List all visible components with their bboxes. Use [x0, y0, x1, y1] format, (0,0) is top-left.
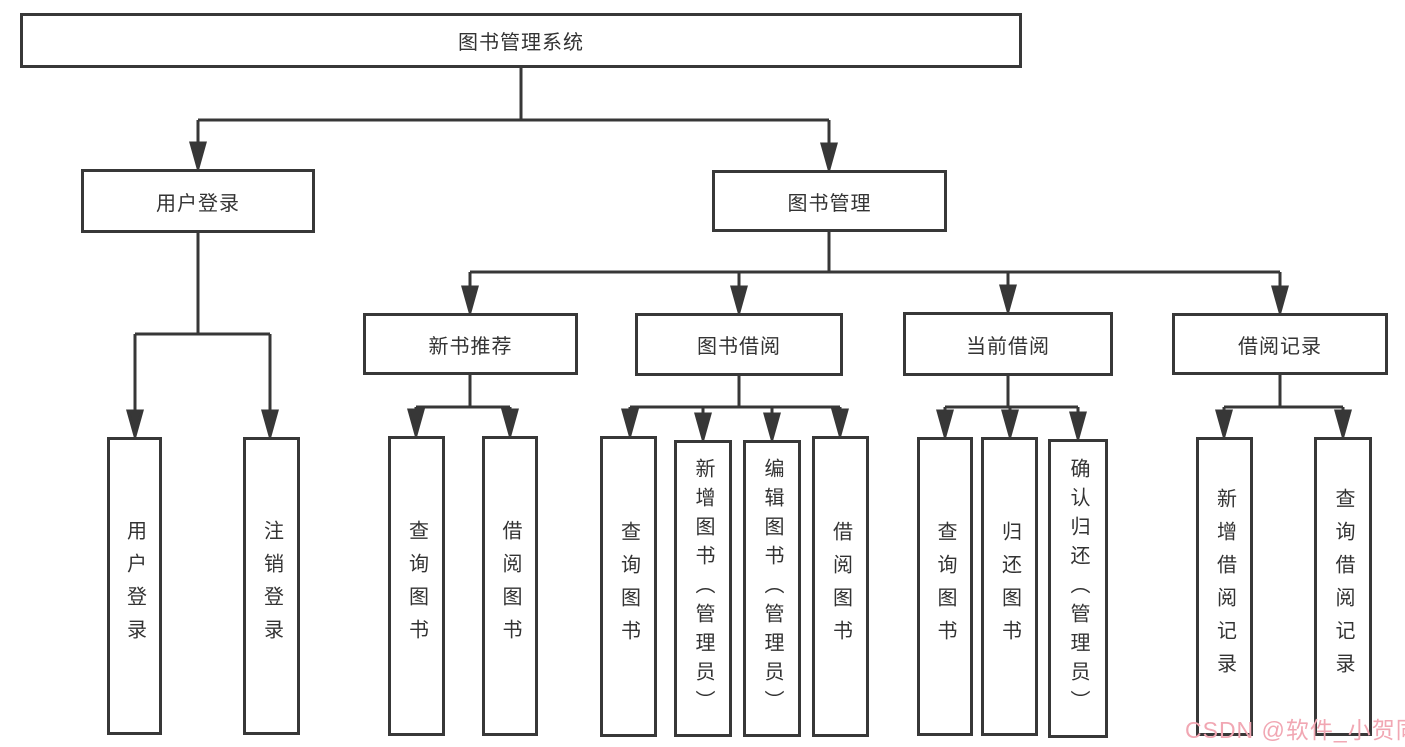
leaf-query-book-a: 查询图书	[388, 436, 445, 736]
watermark: CSDN @软件_小贺同学	[1185, 717, 1405, 743]
leaf-confirm-return-admin: 确认归还（管理员）	[1048, 439, 1108, 738]
leaf-add-book-admin: 新增图书（管理员）	[674, 440, 732, 737]
leaf-return-book: 归还图书	[981, 437, 1038, 736]
leaf-query-book-c: 查询图书	[917, 437, 973, 736]
leaf-logout: 注销登录	[243, 437, 300, 735]
node-user-login: 用户登录	[81, 169, 315, 233]
edges-new-book-rec	[407, 375, 519, 441]
edges-user-login	[126, 233, 279, 442]
leaf-add-borrow-record: 新增借阅记录	[1196, 437, 1253, 736]
node-book-borrow: 图书借阅	[635, 313, 843, 376]
node-book-mgmt: 图书管理	[712, 170, 947, 232]
node-root: 图书管理系统	[20, 13, 1022, 68]
leaf-query-borrow-record: 查询借阅记录	[1314, 437, 1372, 736]
leaf-user-login: 用户登录	[107, 437, 162, 735]
leaf-borrow-book-a: 借阅图书	[482, 436, 538, 736]
node-new-book-recommend: 新书推荐	[363, 313, 578, 375]
edges-book-mgmt	[461, 232, 1289, 318]
edges-current-borrow	[936, 376, 1087, 444]
edges-root	[189, 68, 838, 175]
edges-borrow-record	[1215, 375, 1352, 442]
node-current-borrow: 当前借阅	[903, 312, 1113, 376]
leaf-query-book-b: 查询图书	[600, 436, 657, 737]
edges-book-borrow	[621, 376, 849, 445]
node-borrow-record: 借阅记录	[1172, 313, 1388, 375]
leaf-edit-book-admin: 编辑图书（管理员）	[743, 440, 801, 737]
leaf-borrow-book-b: 借阅图书	[812, 436, 869, 737]
